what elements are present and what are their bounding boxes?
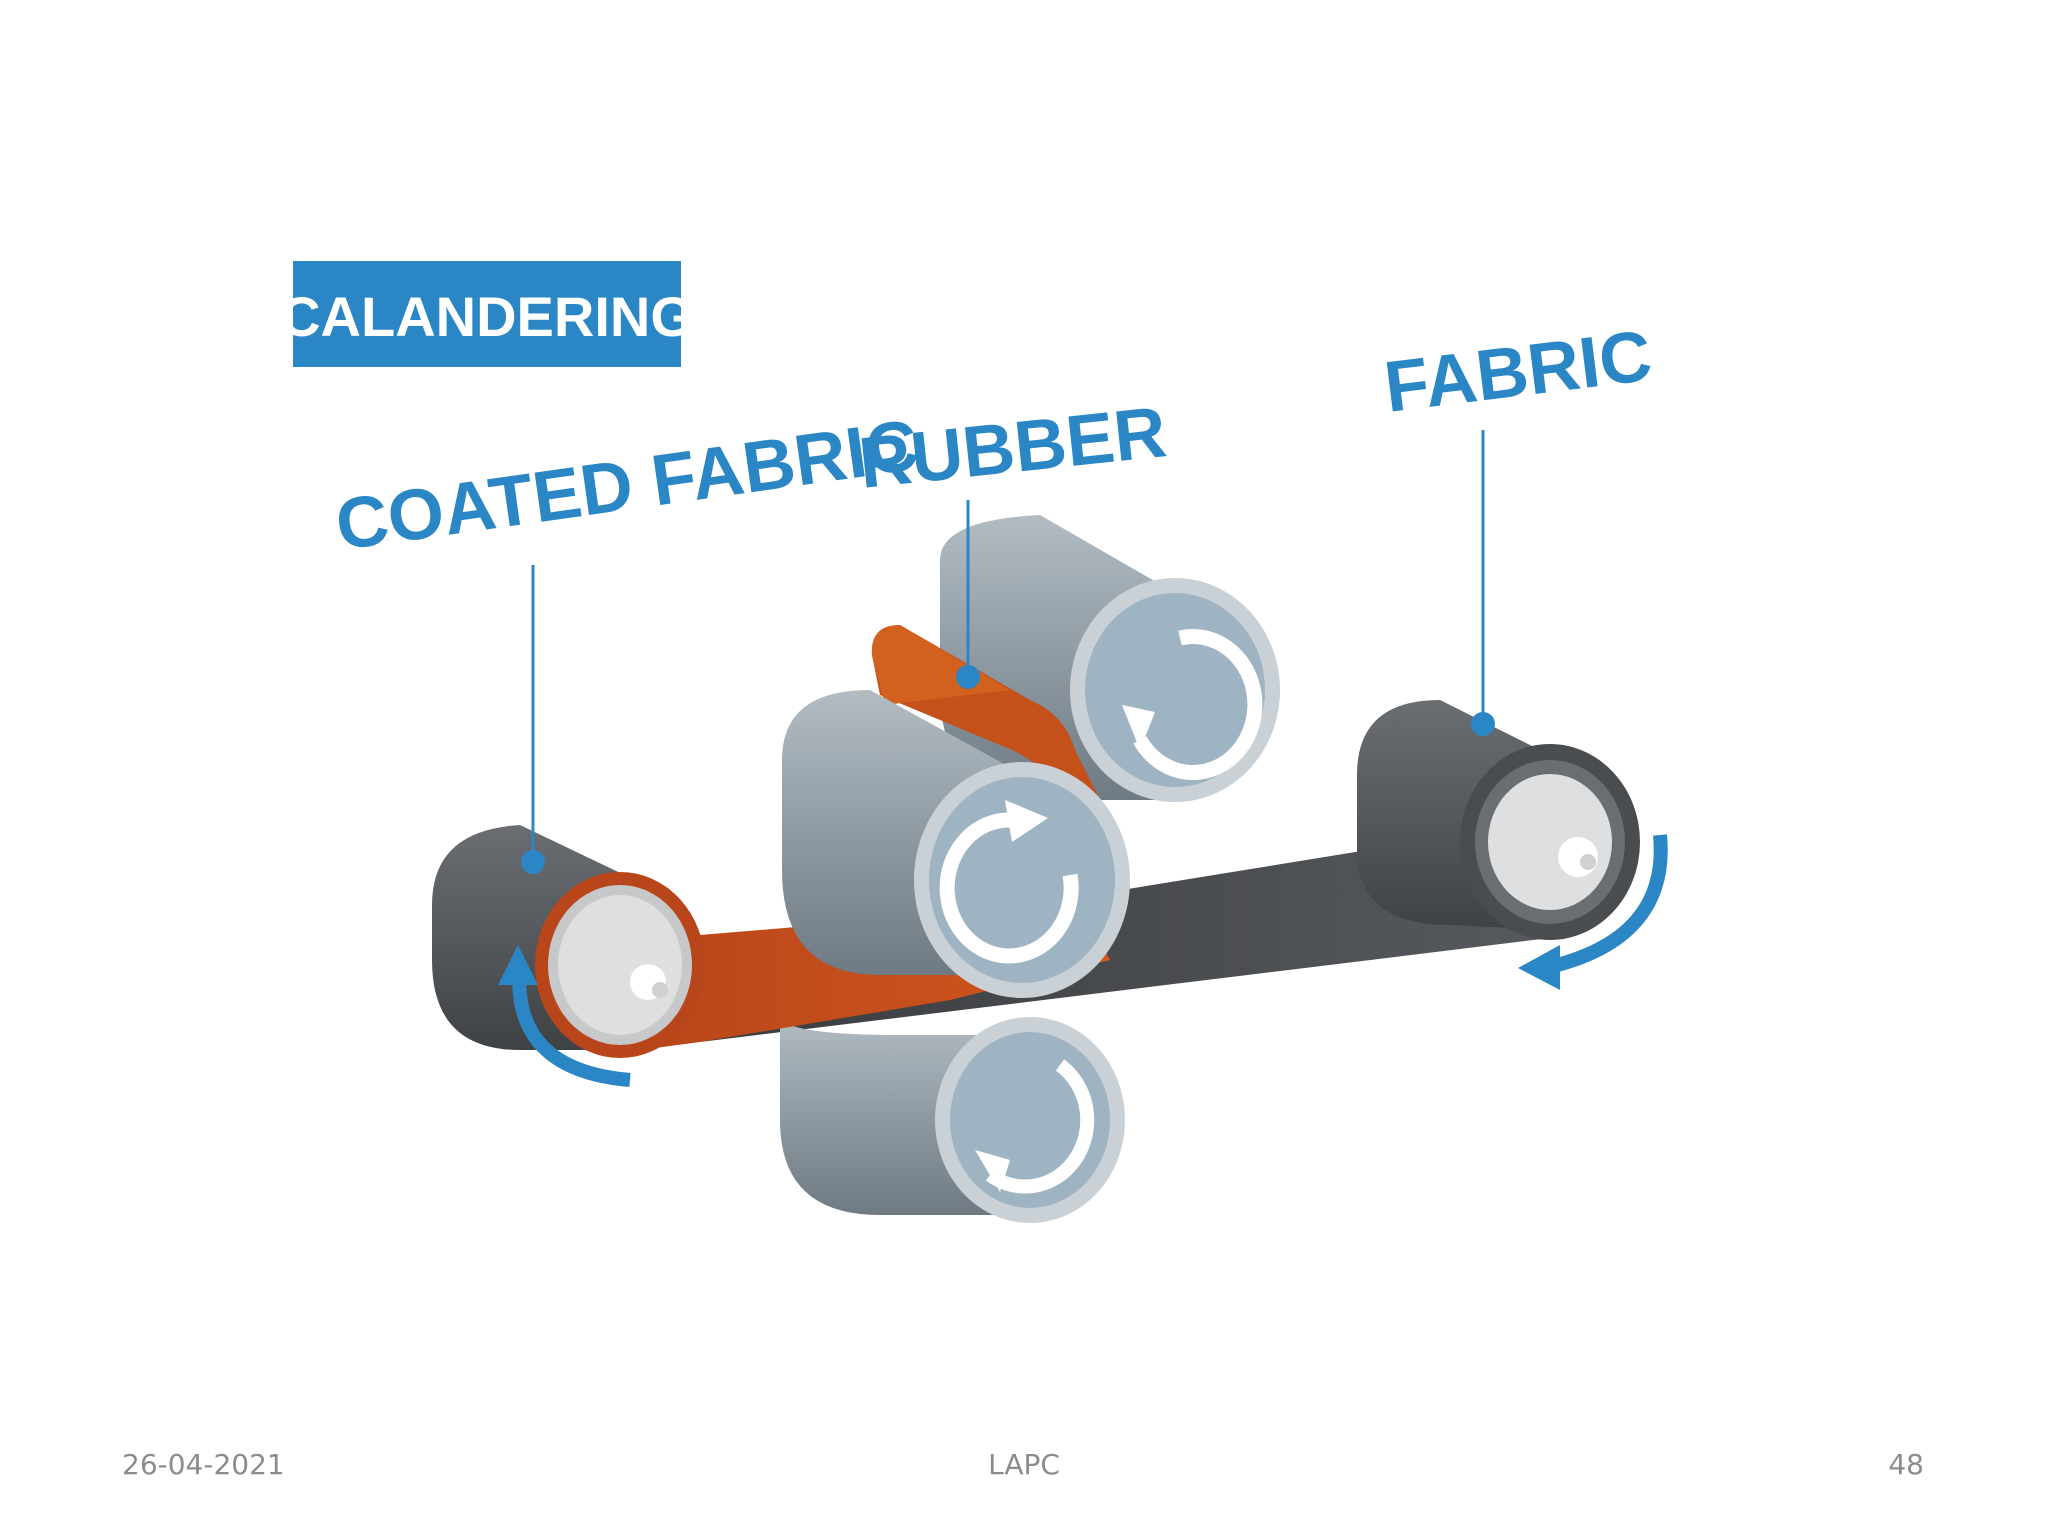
footer-center-text: LAPC <box>988 1448 1060 1481</box>
arrow-head-icon <box>1005 800 1048 842</box>
label-fabric: FABRIC <box>1380 316 1656 736</box>
rotation-arrow-icon <box>512 964 631 1087</box>
arrow-head-icon <box>1122 705 1155 750</box>
arrow-head-icon <box>1518 945 1560 990</box>
rotation-arrow-icon <box>985 1059 1095 1194</box>
rotation-arrow-icon <box>1543 834 1668 975</box>
label-coated-fabric-text: COATED FABRIC <box>331 405 923 566</box>
rotation-arrow-icon <box>939 812 1079 964</box>
diagram-title: CALANDERING <box>280 285 694 348</box>
middle-roller <box>782 690 1130 998</box>
arrow-head-icon <box>498 945 538 985</box>
footer-date: 26-04-2021 <box>122 1448 285 1481</box>
coated-fabric-roll <box>432 825 705 1087</box>
bottom-roller <box>780 1015 1125 1223</box>
rotation-arrow-icon <box>1133 629 1263 780</box>
label-fabric-text: FABRIC <box>1380 316 1656 428</box>
arrow-head-icon <box>975 1150 1010 1192</box>
fabric-roll <box>1357 700 1668 990</box>
page-number: 48 <box>1888 1448 1924 1481</box>
title-box: CALANDERING <box>280 261 694 367</box>
